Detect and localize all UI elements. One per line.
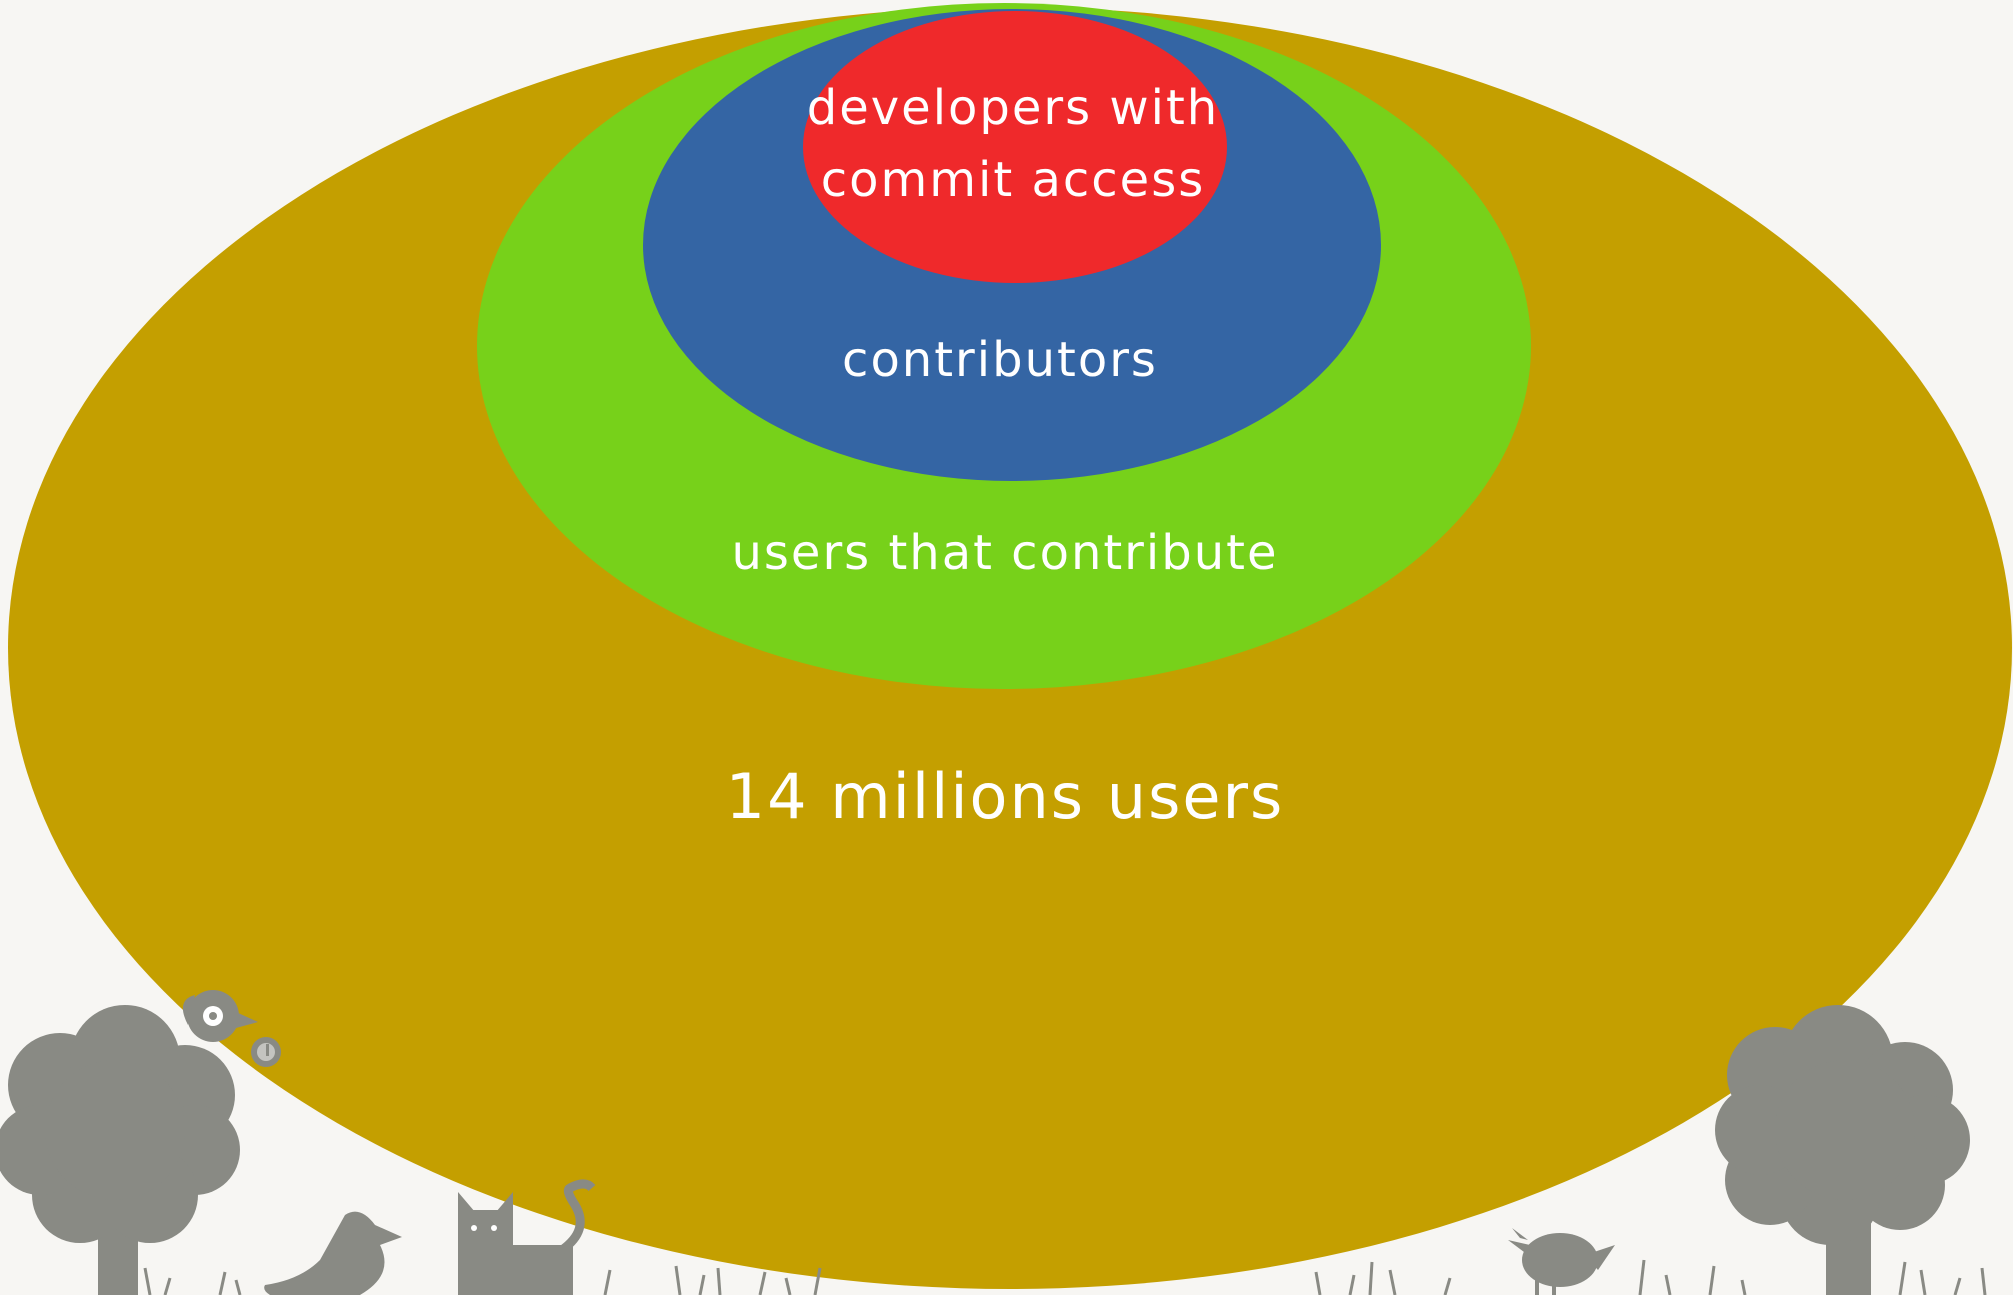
ellipse-developers: [803, 11, 1227, 283]
decorations: [0, 990, 1987, 1295]
label-developers-line2: commit access: [821, 152, 1205, 208]
bird-left-icon: [264, 1211, 402, 1295]
cat-icon: [458, 1179, 596, 1295]
tree-left-icon: [0, 1005, 240, 1295]
venn-layers: [8, 3, 2012, 1289]
music-note-icon: [251, 1037, 281, 1067]
grass-icon: [143, 1259, 1987, 1295]
label-developers-line1: developers with: [807, 80, 1219, 136]
label-contributors: contributors: [842, 332, 1158, 388]
bird-singing-icon: [182, 990, 258, 1042]
label-users-that-contribute: users that contribute: [731, 525, 1278, 581]
tree-right-icon: [1715, 1005, 1970, 1295]
venn-labels: developers with commit access contributo…: [726, 80, 1285, 833]
bird-right-icon: [1508, 1228, 1615, 1295]
label-users: 14 millions users: [726, 760, 1285, 833]
